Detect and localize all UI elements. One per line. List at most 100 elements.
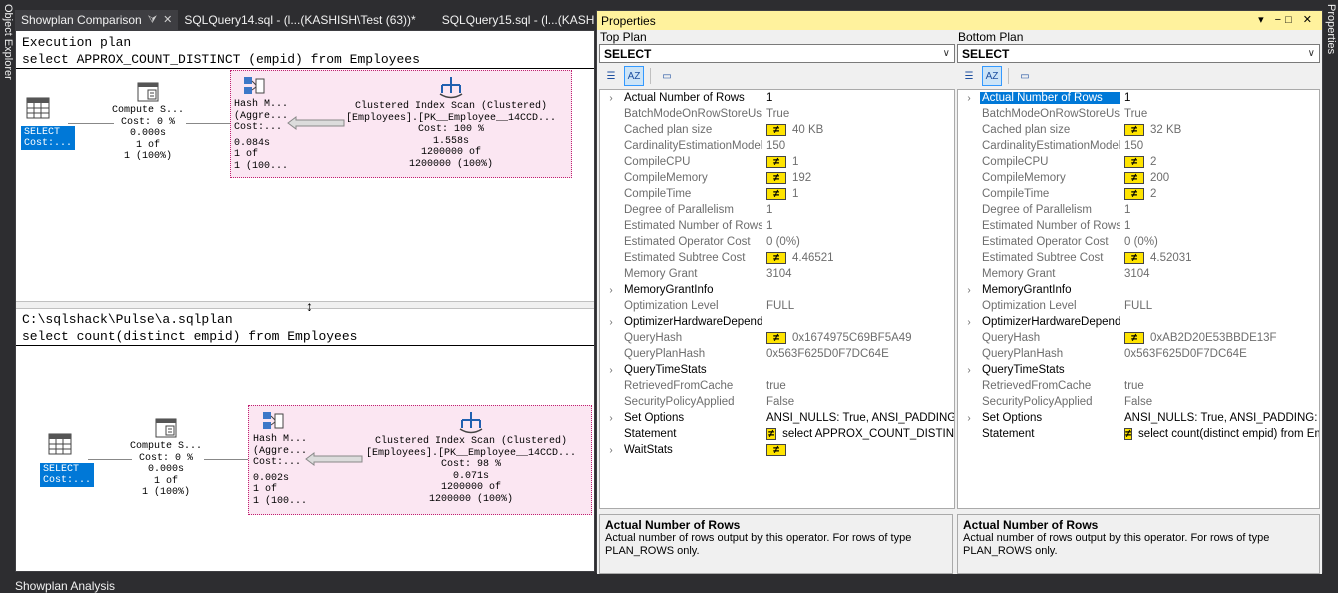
window-controls[interactable]: ▾ −□ ✕ xyxy=(1258,13,1316,26)
not-equal-icon: ≠ xyxy=(1124,172,1144,184)
property-row[interactable]: CardinalityEstimationModelVe150 xyxy=(600,138,954,154)
property-row[interactable]: ›MemoryGrantInfo xyxy=(958,282,1319,298)
expand-chevron-icon[interactable]: › xyxy=(600,365,622,376)
property-row[interactable]: ›WaitStats≠ xyxy=(600,442,954,458)
bottom-plan-canvas[interactable]: SELECT Cost:... Compute S... Cost: 0 % 0… xyxy=(16,347,594,571)
object-explorer-strip[interactable]: Object Explorer xyxy=(0,0,15,589)
bottom-arrow-2 xyxy=(204,459,248,460)
property-row[interactable]: Degree of Parallelism1 xyxy=(958,202,1319,218)
property-row[interactable]: Degree of Parallelism1 xyxy=(600,202,954,218)
property-row[interactable]: CardinalityEstimationModelVers150 xyxy=(958,138,1319,154)
property-row[interactable]: CompileTime≠2 xyxy=(958,186,1319,202)
categorized-icon[interactable]: ☰ xyxy=(959,66,979,86)
property-row[interactable]: ›Set OptionsANSI_NULLS: True, ANSI_PADDI… xyxy=(958,410,1319,426)
property-row[interactable]: BatchModeOnRowStoreUseTrue xyxy=(600,106,954,122)
expand-chevron-icon[interactable]: › xyxy=(958,285,980,296)
property-row[interactable]: Optimization LevelFULL xyxy=(958,298,1319,314)
object-selector-dropdown[interactable]: SELECT ∨ xyxy=(957,44,1320,63)
top-hash-match-operator[interactable]: Hash M... (Aggre... Cost:... 0.084s 1 of… xyxy=(234,75,288,172)
top-select-operator[interactable] xyxy=(26,97,50,121)
tab-sqlquery14[interactable]: SQLQuery14.sql - (l...(KASHISH\Test (63)… xyxy=(178,10,421,30)
expand-chevron-icon[interactable]: › xyxy=(600,317,622,328)
pin-icon[interactable]: ⮛ xyxy=(148,10,157,30)
property-row[interactable]: ›OptimizerHardwareDepender xyxy=(600,314,954,330)
showplan-analysis-tab[interactable]: Showplan Analysis xyxy=(15,579,115,593)
property-row[interactable]: QueryPlanHash0x563F625D0F7DC64E xyxy=(600,346,954,362)
property-row[interactable]: Estimated Number of Rows1 xyxy=(600,218,954,234)
expand-chevron-icon[interactable]: › xyxy=(958,93,980,104)
property-row[interactable]: SecurityPolicyAppliedFalse xyxy=(958,394,1319,410)
categorized-icon[interactable]: ☰ xyxy=(601,66,621,86)
alphabetical-icon[interactable]: AZ xyxy=(624,66,644,86)
property-row[interactable]: Cached plan size≠40 KB xyxy=(600,122,954,138)
bottom-hash-match-operator[interactable]: Hash M... (Aggre... Cost:... 0.002s 1 of… xyxy=(253,410,307,507)
property-row[interactable]: ›MemoryGrantInfo xyxy=(600,282,954,298)
property-row[interactable]: ›QueryTimeStats xyxy=(958,362,1319,378)
property-row[interactable]: CompileMemory≠192 xyxy=(600,170,954,186)
property-row[interactable]: Estimated Number of Rows1 xyxy=(958,218,1319,234)
expand-chevron-icon[interactable]: › xyxy=(600,445,622,456)
tab-showplan-comparison[interactable]: Showplan Comparison ⮛ ✕ xyxy=(15,10,178,30)
property-row[interactable]: QueryPlanHash0x563F625D0F7DC64E xyxy=(958,346,1319,362)
expand-chevron-icon[interactable]: › xyxy=(600,285,622,296)
property-row[interactable]: QueryHash≠0xAB2D20E53BBDE13F xyxy=(958,330,1319,346)
expand-chevron-icon[interactable]: › xyxy=(958,317,980,328)
property-grid[interactable]: ›Actual Number of Rows1BatchModeOnRowSto… xyxy=(957,89,1320,509)
property-row[interactable]: CompileMemory≠200 xyxy=(958,170,1319,186)
top-plan-canvas[interactable]: SELECT Cost:... Compute S... Cost: 0 % 0… xyxy=(16,69,594,297)
properties-strip[interactable]: Properties xyxy=(1323,0,1338,589)
bottom-clustered-index-scan-operator[interactable]: Clustered Index Scan (Clustered) [Employ… xyxy=(366,410,576,505)
property-row[interactable]: Estimated Subtree Cost≠4.52031 xyxy=(958,250,1319,266)
property-grid[interactable]: ›Actual Number of Rows1BatchModeOnRowSto… xyxy=(599,89,955,509)
property-row[interactable]: ›OptimizerHardwareDependentl xyxy=(958,314,1319,330)
property-row[interactable]: Estimated Operator Cost0 (0%) xyxy=(600,234,954,250)
property-row[interactable]: Cached plan size≠32 KB xyxy=(958,122,1319,138)
property-name: CompileCPU xyxy=(622,156,762,168)
property-row[interactable]: QueryHash≠0x1674975C69BF5A49 xyxy=(600,330,954,346)
top-clustered-index-scan-operator[interactable]: Clustered Index Scan (Clustered) [Employ… xyxy=(346,75,556,170)
property-row[interactable]: Statement≠select count(distinct empid) f… xyxy=(958,426,1319,442)
top-select-badge[interactable]: SELECT Cost:... xyxy=(21,126,75,150)
property-name: QueryPlanHash xyxy=(980,348,1120,360)
top-compute-scalar-operator[interactable]: Compute S... Cost: 0 % 0.000s 1 of 1 (10… xyxy=(112,81,184,163)
bottom-select-badge[interactable]: SELECT Cost:... xyxy=(40,463,94,487)
properties-toolbar: ☰ AZ ▭ xyxy=(955,63,1322,89)
properties-side-label[interactable]: Properties xyxy=(1325,4,1337,54)
property-row[interactable]: SecurityPolicyAppliedFalse xyxy=(600,394,954,410)
object-explorer-label[interactable]: Object Explorer xyxy=(2,4,14,80)
bottom-arrow-3 xyxy=(304,452,364,466)
property-row[interactable]: ›QueryTimeStats xyxy=(600,362,954,378)
property-row[interactable]: Estimated Operator Cost0 (0%) xyxy=(958,234,1319,250)
properties-title-bar[interactable]: Properties ▾ −□ ✕ xyxy=(597,11,1322,30)
property-row[interactable]: Memory Grant3104 xyxy=(958,266,1319,282)
property-row[interactable]: BatchModeOnRowStoreUsedTrue xyxy=(958,106,1319,122)
property-row[interactable]: CompileCPU≠2 xyxy=(958,154,1319,170)
property-row[interactable]: Statement≠select APPROX_COUNT_DISTIN xyxy=(600,426,954,442)
bottom-compute-scalar-operator[interactable]: Compute S... Cost: 0 % 0.000s 1 of 1 (10… xyxy=(130,417,202,499)
property-row[interactable]: Memory Grant3104 xyxy=(600,266,954,282)
close-icon[interactable]: ✕ xyxy=(163,10,172,30)
property-row[interactable]: CompileCPU≠1 xyxy=(600,154,954,170)
property-row[interactable]: Optimization LevelFULL xyxy=(600,298,954,314)
property-row[interactable]: ›Actual Number of Rows1 xyxy=(958,90,1319,106)
property-row[interactable]: RetrievedFromCachetrue xyxy=(600,378,954,394)
expand-chevron-icon[interactable]: › xyxy=(958,365,980,376)
property-row[interactable]: ›Actual Number of Rows1 xyxy=(600,90,954,106)
property-row[interactable]: RetrievedFromCachetrue xyxy=(958,378,1319,394)
property-row[interactable]: Estimated Subtree Cost≠4.46521 xyxy=(600,250,954,266)
expand-chevron-icon[interactable]: › xyxy=(600,413,622,424)
property-value-text: True xyxy=(766,108,789,120)
property-value: ≠select APPROX_COUNT_DISTIN xyxy=(762,428,954,440)
expand-chevron-icon[interactable]: › xyxy=(600,93,622,104)
property-value-text: true xyxy=(766,380,786,392)
alphabetical-icon[interactable]: AZ xyxy=(982,66,1002,86)
tab-sqlquery15[interactable]: SQLQuery15.sql - (l...(KASH xyxy=(436,10,595,30)
object-selector-dropdown[interactable]: SELECT ∨ xyxy=(599,44,955,63)
property-pages-icon[interactable]: ▭ xyxy=(1015,66,1035,86)
property-row[interactable]: CompileTime≠1 xyxy=(600,186,954,202)
bottom-select-operator[interactable] xyxy=(48,433,72,457)
expand-chevron-icon[interactable]: › xyxy=(958,413,980,424)
property-pages-icon[interactable]: ▭ xyxy=(657,66,677,86)
plan-splitter[interactable]: ↕ xyxy=(16,301,594,309)
property-row[interactable]: ›Set OptionsANSI_NULLS: True, ANSI_PADDI… xyxy=(600,410,954,426)
